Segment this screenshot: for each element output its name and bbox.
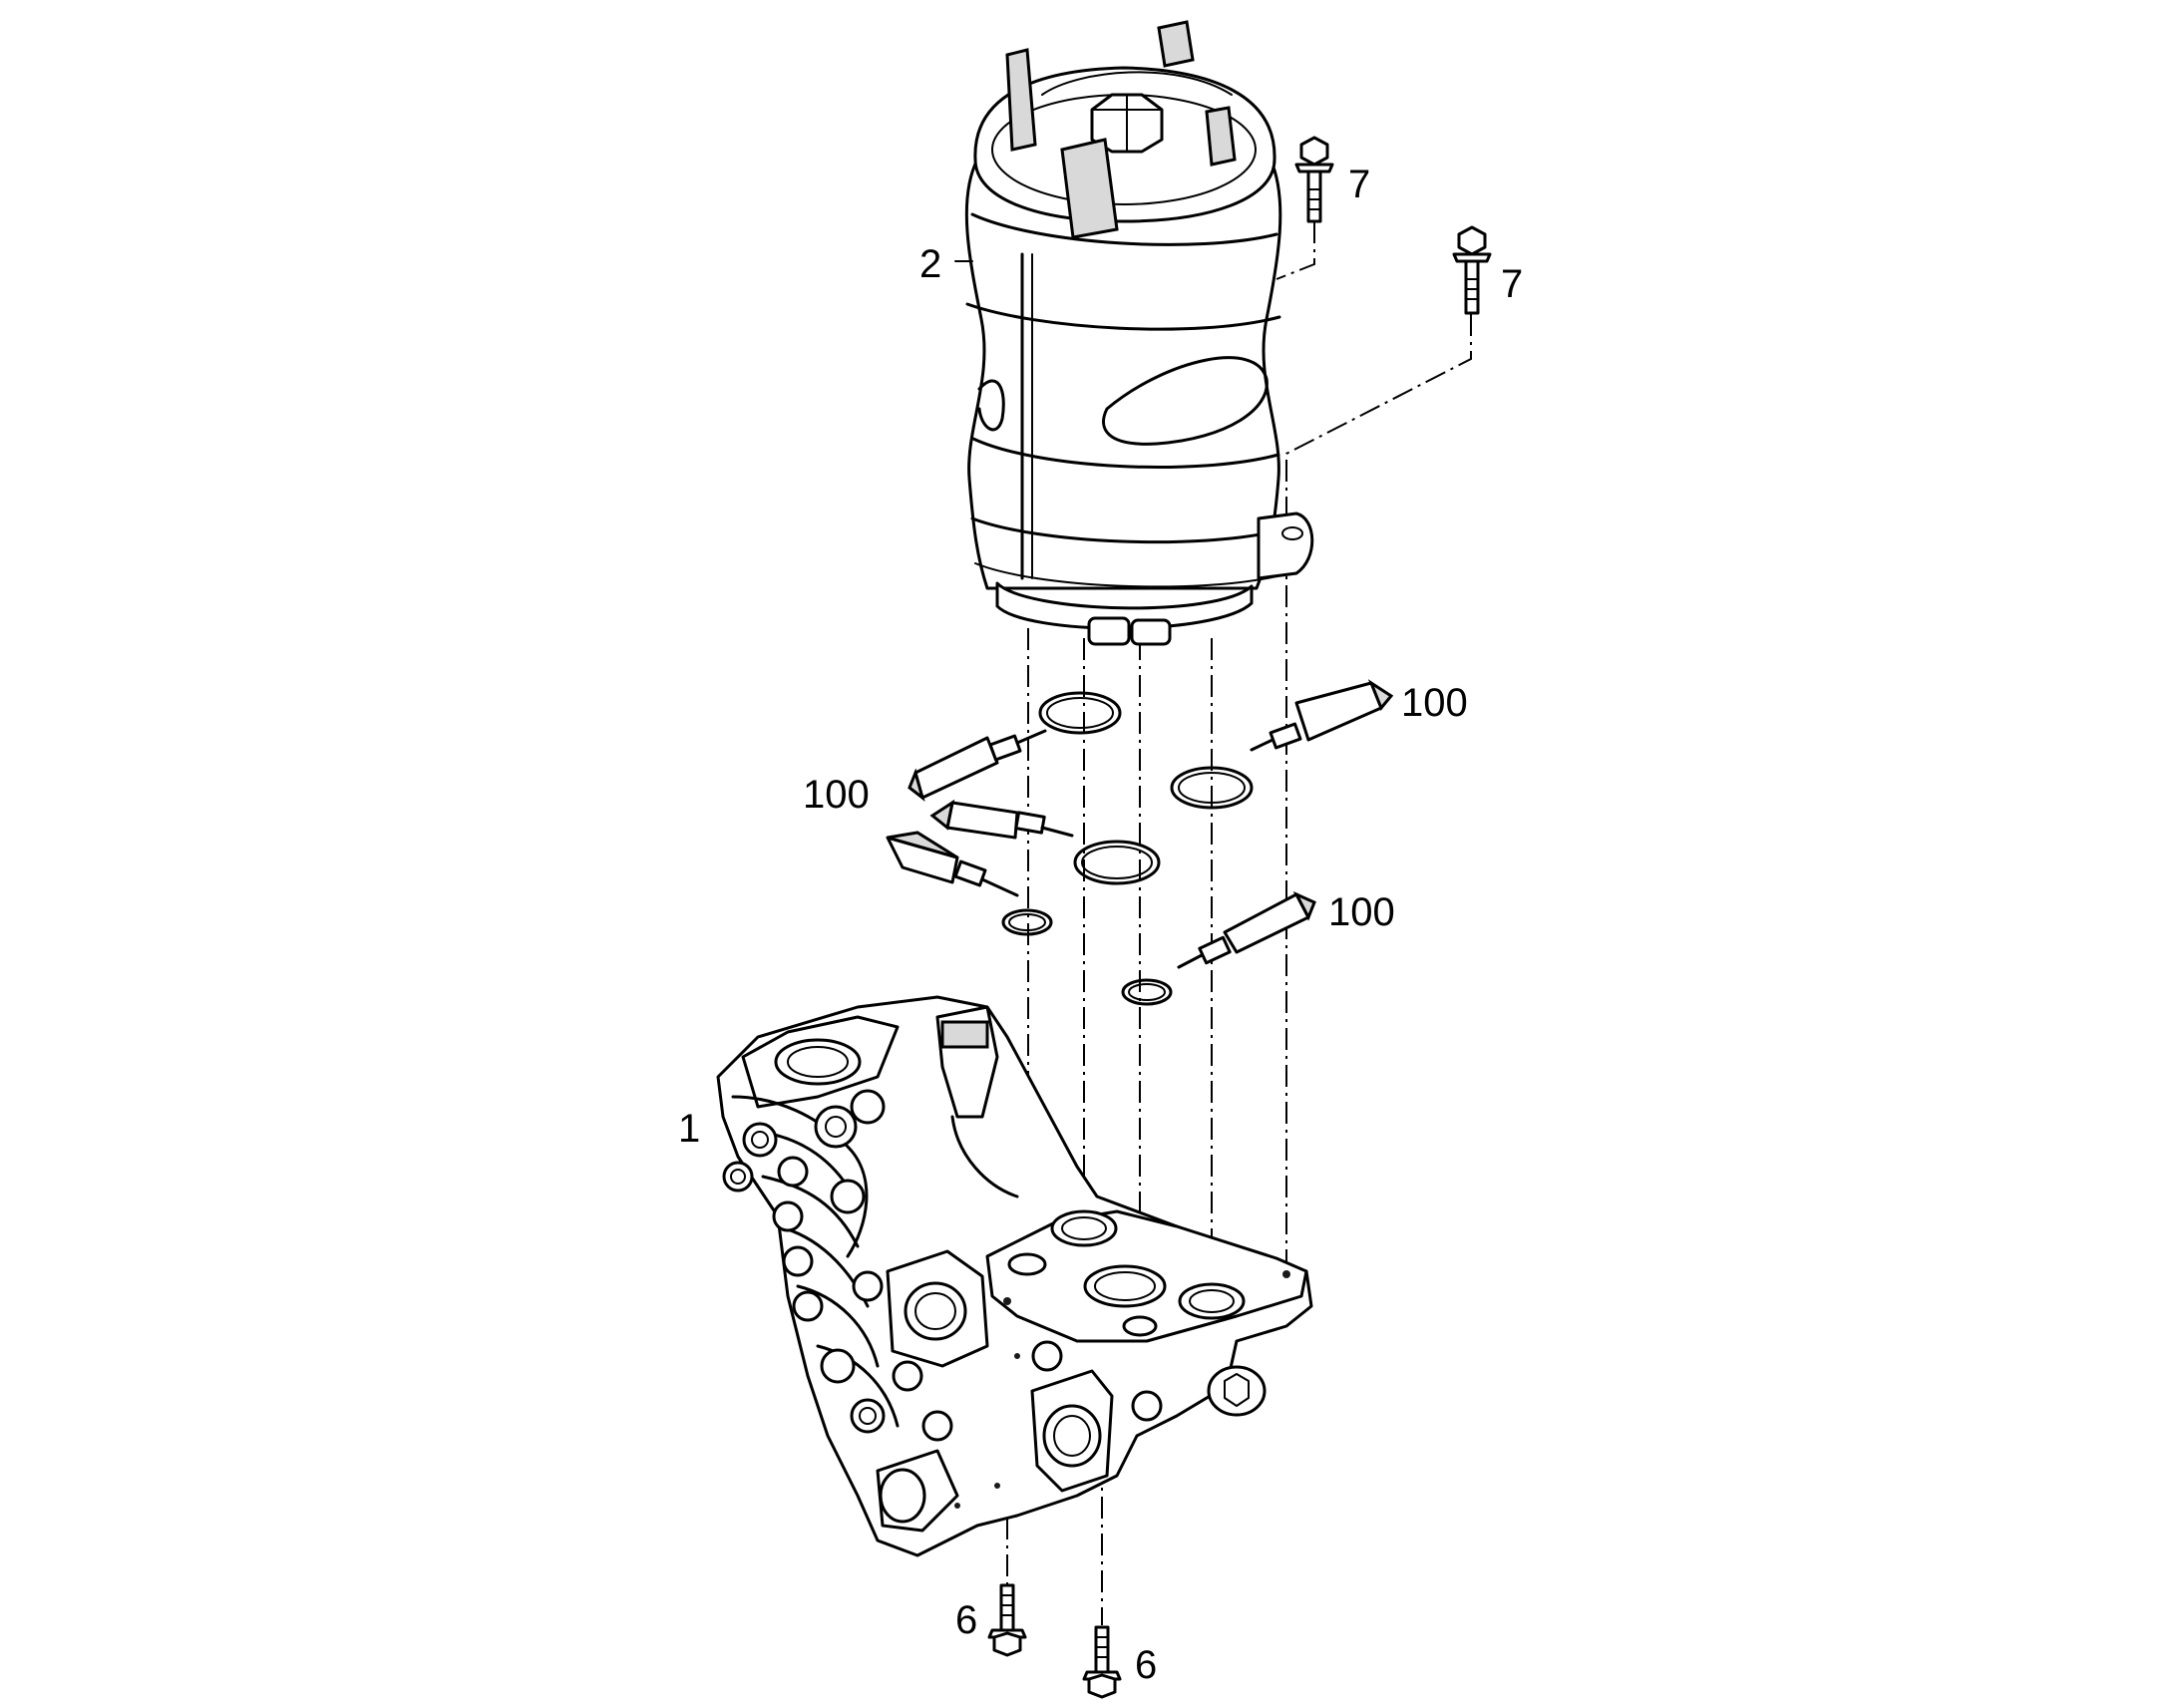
o-rings (1001, 691, 1254, 1006)
callout-100-left: 100 (803, 773, 870, 817)
callout-7-lower: 7 (1501, 262, 1523, 306)
callout-7-upper: 7 (1348, 163, 1370, 206)
filter-housing (964, 20, 1314, 646)
bolt-lower-left (987, 1583, 1027, 1657)
lubricant-tube-left-1 (908, 729, 1047, 802)
lubricant-tube-right-lower (1177, 890, 1316, 969)
bolt-upper-left (1294, 136, 1334, 223)
callout-100-right-upper: 100 (1401, 681, 1468, 725)
lubricant-tube-left-3 (886, 831, 1019, 897)
callout-6-right: 6 (1135, 1643, 1157, 1687)
callout-2: 2 (919, 242, 941, 286)
bolt-lower-right (1082, 1625, 1122, 1699)
housing-block (716, 995, 1313, 1557)
lubricant-tube-right-upper (1250, 679, 1394, 752)
callout-100-right-lower: 100 (1328, 890, 1395, 934)
fitting-cluster (722, 1089, 953, 1442)
callout-6-left: 6 (955, 1598, 977, 1642)
lubricant-tube-left-2 (929, 799, 1074, 840)
bolt-upper-right (1452, 225, 1492, 315)
callout-1: 1 (678, 1107, 700, 1151)
